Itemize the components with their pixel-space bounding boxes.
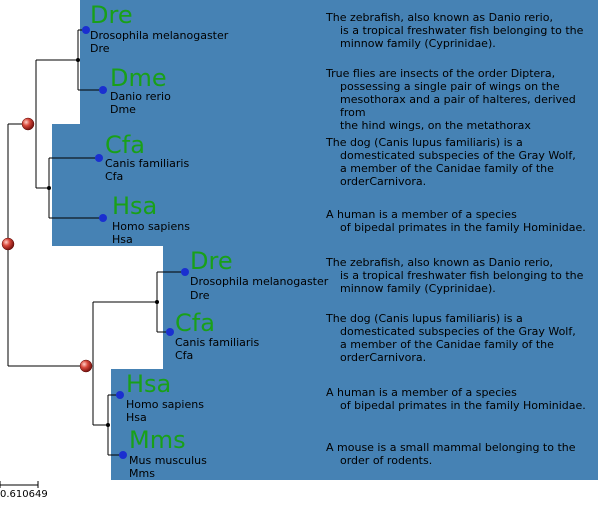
leaf-species-name: Mus musculus xyxy=(129,454,207,467)
leaf-label: Dre xyxy=(90,42,110,55)
leaf-label: Cfa xyxy=(105,170,124,183)
leaf-label: Mms xyxy=(129,467,155,480)
leaf-code: Hsa xyxy=(112,192,158,220)
leaf-label: Dre xyxy=(190,289,210,302)
clade-box-lower xyxy=(111,369,598,480)
leaf-label: Cfa xyxy=(175,349,194,362)
leaf-description: A human is a member of a species of bipe… xyxy=(326,386,586,412)
node-circle-lower xyxy=(79,359,93,373)
leaf-species-name: Homo sapiens xyxy=(112,220,190,233)
leaf-dot xyxy=(99,214,107,222)
leaf-species-name: Canis familiaris xyxy=(105,157,190,170)
leaf-dot xyxy=(119,451,127,459)
leaf-species-name: Drosophila melanogaster xyxy=(190,275,329,288)
leaf-species-name: Danio rerio xyxy=(110,90,171,103)
leaf-dot xyxy=(82,26,90,34)
node-circle-root xyxy=(1,237,15,251)
leaf-description: A human is a member of a species of bipe… xyxy=(326,208,586,234)
leaf-code: Cfa xyxy=(105,131,145,159)
clade-box-upper-top xyxy=(80,0,598,124)
scale-bar-label: 0.610649 xyxy=(0,489,48,500)
node-dot xyxy=(47,186,51,190)
leaf-label: Dme xyxy=(110,103,136,116)
node-dot xyxy=(76,58,80,62)
leaf-code: Hsa xyxy=(126,370,172,398)
leaf-description: The dog (Canis lupus familiaris) is a do… xyxy=(326,312,576,364)
leaf-description: The zebrafish, also known as Danio rerio… xyxy=(326,256,584,295)
leaf-label: Hsa xyxy=(126,411,147,424)
leaf-description: True flies are insects of the order Dipt… xyxy=(326,67,576,132)
leaf-dot xyxy=(181,268,189,276)
leaf-dot xyxy=(116,391,124,399)
leaf-description: A mouse is a small mammal belonging to t… xyxy=(326,441,576,467)
node-dot xyxy=(155,300,159,304)
leaf-species-name: Drosophila melanogaster xyxy=(90,29,229,42)
leaf-dot xyxy=(99,86,107,94)
node-dot xyxy=(106,423,110,427)
leaf-description: The zebrafish, also known as Danio rerio… xyxy=(326,11,584,50)
leaf-code: Dme xyxy=(110,64,167,92)
leaf-dot xyxy=(95,154,103,162)
leaf-code: Cfa xyxy=(175,309,215,337)
leaf-dot xyxy=(166,328,174,336)
leaf-species-name: Homo sapiens xyxy=(126,398,204,411)
leaf-code: Dre xyxy=(190,247,233,275)
clade-box-upper xyxy=(52,124,598,246)
leaf-species-name: Canis familiaris xyxy=(175,336,260,349)
clade-box-lower-top xyxy=(163,245,598,369)
leaf-description: The dog (Canis lupus familiaris) is a do… xyxy=(326,136,576,188)
leaf-label: Hsa xyxy=(112,233,133,246)
leaf-code: Mms xyxy=(129,426,186,454)
node-circle-upper xyxy=(21,117,35,131)
leaf-code: Dre xyxy=(90,1,133,29)
